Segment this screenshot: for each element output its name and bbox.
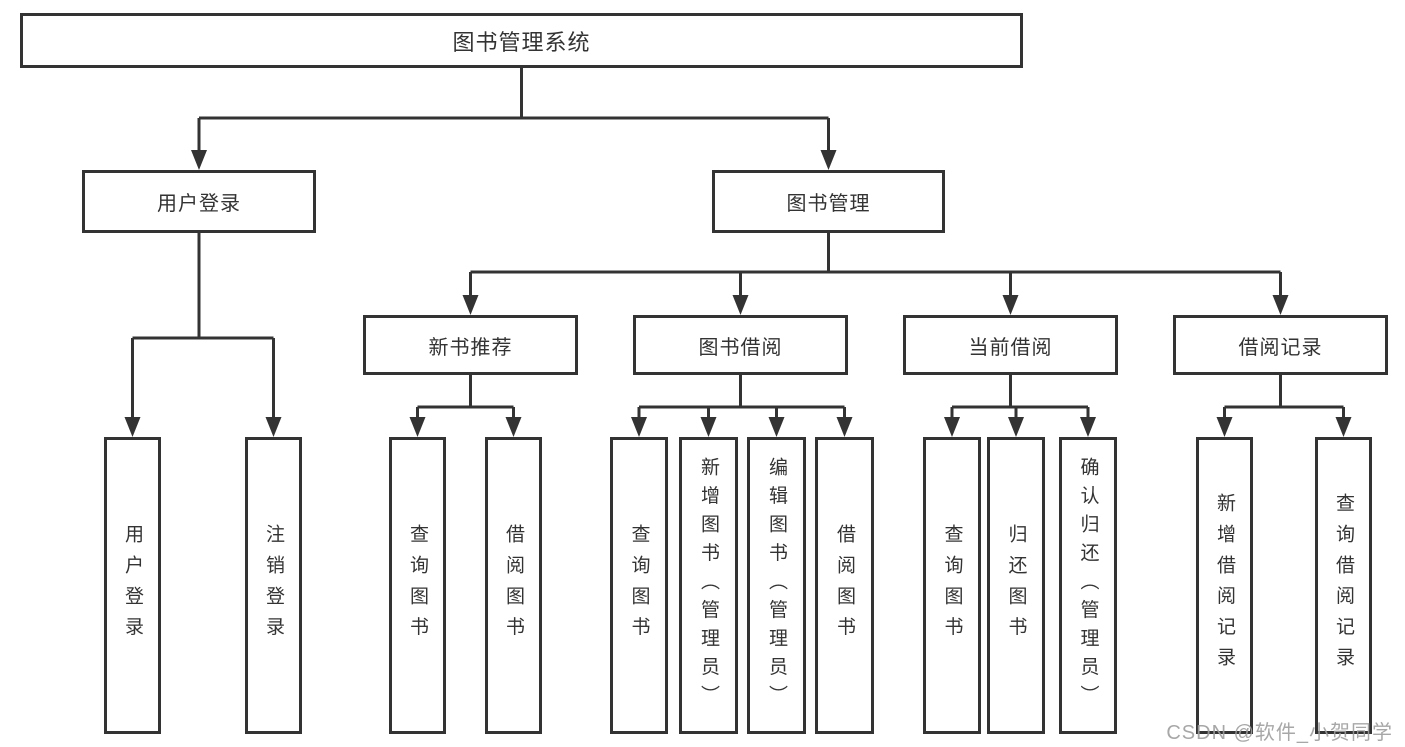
leaf-label: 新增借阅记录 [1214, 493, 1235, 678]
connector-records-to-leaves [1216, 375, 1352, 437]
connector-newbook-to-leaves [409, 375, 522, 437]
node-borrowing-records: 借阅记录 [1173, 315, 1388, 375]
leaf-add-book-admin: 新增图书（管理员） [679, 437, 738, 734]
leaf-label: 归还图书 [1005, 523, 1027, 648]
leaf-borrow-books: 借阅图书 [485, 437, 542, 734]
leaf-borrow-books: 借阅图书 [815, 437, 874, 734]
connector-root-to-level2 [191, 68, 837, 170]
leaf-label: 编辑图书（管理员） [766, 457, 787, 714]
leaf-label: 注销登录 [263, 523, 284, 648]
node-book-borrowing: 图书借阅 [633, 315, 848, 375]
leaf-label: 查询图书 [941, 523, 963, 648]
leaf-query-books: 查询图书 [389, 437, 446, 734]
node-label: 新书推荐 [428, 336, 513, 359]
leaf-label: 查询图书 [407, 523, 428, 648]
leaf-add-borrow-record: 新增借阅记录 [1196, 437, 1253, 734]
leaf-confirm-return-admin: 确认归还（管理员） [1059, 437, 1117, 734]
leaf-user-login: 用户登录 [104, 437, 161, 734]
node-label: 借阅记录 [1238, 336, 1323, 359]
leaf-return-book: 归还图书 [987, 437, 1045, 734]
leaf-query-borrow-record: 查询借阅记录 [1315, 437, 1372, 734]
node-current-borrowing: 当前借阅 [903, 315, 1118, 375]
leaf-label: 新增图书（管理员） [698, 457, 719, 714]
node-label: 图书管理 [786, 193, 871, 215]
leaf-query-books: 查询图书 [923, 437, 981, 734]
connector-userlogin-to-leaves [124, 233, 282, 437]
node-library-management-system: 图书管理系统 [20, 13, 1023, 68]
node-label: 用户登录 [157, 193, 241, 215]
leaf-edit-book-admin: 编辑图书（管理员） [747, 437, 806, 734]
node-label: 图书借阅 [698, 336, 783, 359]
leaf-label: 用户登录 [122, 523, 143, 648]
node-new-book-recommend: 新书推荐 [363, 315, 578, 375]
csdn-watermark: CSDN @软件_小贺同学 [1166, 722, 1393, 744]
connector-borrowing-to-leaves [631, 375, 853, 437]
leaf-label: 查询图书 [628, 523, 650, 648]
leaf-label: 借阅图书 [503, 523, 524, 648]
leaf-label: 确认归还（管理员） [1077, 457, 1099, 714]
node-label: 图书管理系统 [452, 29, 591, 55]
node-book-management: 图书管理 [712, 170, 945, 233]
leaf-logout: 注销登录 [245, 437, 302, 734]
node-label: 当前借阅 [968, 336, 1053, 359]
node-user-login: 用户登录 [82, 170, 316, 233]
leaf-label: 借阅图书 [834, 523, 855, 648]
connector-bookmgmt-to-level3 [462, 233, 1289, 315]
leaf-label: 查询借阅记录 [1333, 493, 1354, 678]
connector-current-to-leaves [944, 375, 1096, 437]
leaf-query-books: 查询图书 [610, 437, 668, 734]
